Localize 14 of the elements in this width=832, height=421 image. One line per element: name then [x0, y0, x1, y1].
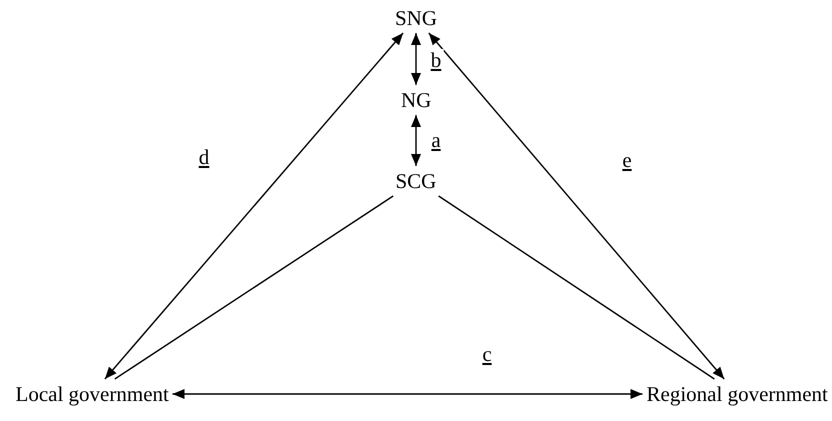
edge-label: b	[428, 49, 444, 71]
node-label: Regional government	[646, 382, 828, 406]
arrow	[411, 33, 421, 85]
node-label: SCG	[396, 169, 436, 193]
node-label: SNG	[395, 6, 438, 30]
node-label: NG	[401, 88, 432, 112]
arrow	[172, 389, 642, 399]
edge-label: d	[196, 146, 212, 168]
connector-line	[114, 195, 394, 380]
connector-line	[438, 195, 715, 380]
arrow	[104, 32, 404, 380]
arrow	[411, 115, 421, 166]
node-label: Local government	[16, 382, 169, 406]
arrow	[428, 32, 725, 380]
